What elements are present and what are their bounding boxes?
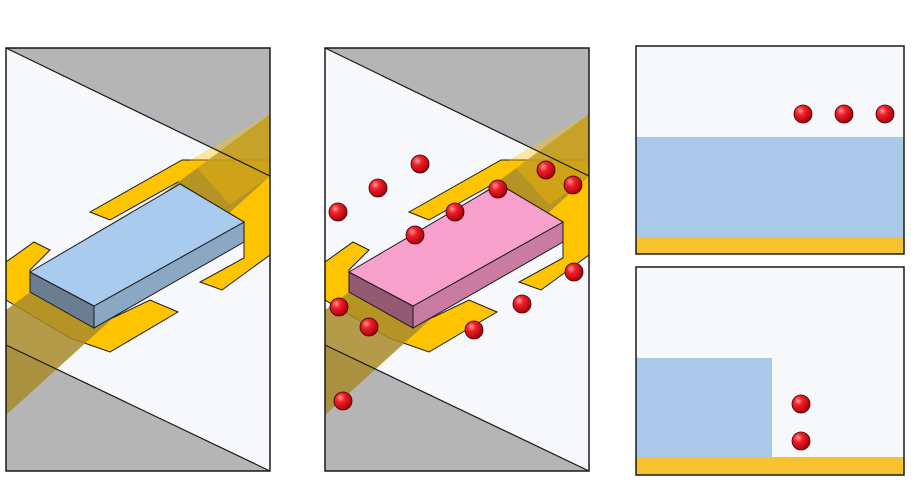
blue-block-top xyxy=(28,183,246,307)
particle xyxy=(464,320,484,340)
diag-line-b1 xyxy=(325,48,589,177)
particle xyxy=(564,262,584,282)
particle xyxy=(512,294,532,314)
panel-top-right xyxy=(635,45,905,255)
panel-b-frame xyxy=(324,47,590,472)
panel-pink-block xyxy=(324,47,590,472)
panel-bottom-right xyxy=(635,266,905,476)
particle xyxy=(410,154,430,174)
diag-line-2 xyxy=(6,344,270,471)
diag-line-1 xyxy=(6,48,270,177)
panel-a-frame xyxy=(5,47,271,472)
particle xyxy=(793,104,813,124)
diag-line-b2 xyxy=(325,344,589,471)
panel-d-frame xyxy=(635,266,905,476)
particle xyxy=(875,104,895,124)
particle xyxy=(488,179,508,199)
particle xyxy=(359,317,379,337)
particles-panel-d xyxy=(791,394,811,451)
water-layer-c xyxy=(636,137,904,237)
particle xyxy=(791,394,811,414)
ground-layer-c xyxy=(636,237,904,254)
particle xyxy=(563,175,583,195)
particle xyxy=(405,225,425,245)
particle xyxy=(329,297,349,317)
particle xyxy=(536,160,556,180)
particle xyxy=(333,391,353,411)
yellow-overlay-a xyxy=(190,114,270,205)
particle xyxy=(328,202,348,222)
particle xyxy=(791,431,811,451)
particle xyxy=(445,202,465,222)
water-block-d xyxy=(636,358,772,457)
panel-c-frame xyxy=(635,45,905,255)
panel-blue-block xyxy=(5,47,271,472)
particle xyxy=(834,104,854,124)
ground-layer-d xyxy=(636,457,904,475)
particles-panel-c xyxy=(793,104,895,124)
particle xyxy=(368,178,388,198)
particles-panel-b xyxy=(328,154,584,411)
